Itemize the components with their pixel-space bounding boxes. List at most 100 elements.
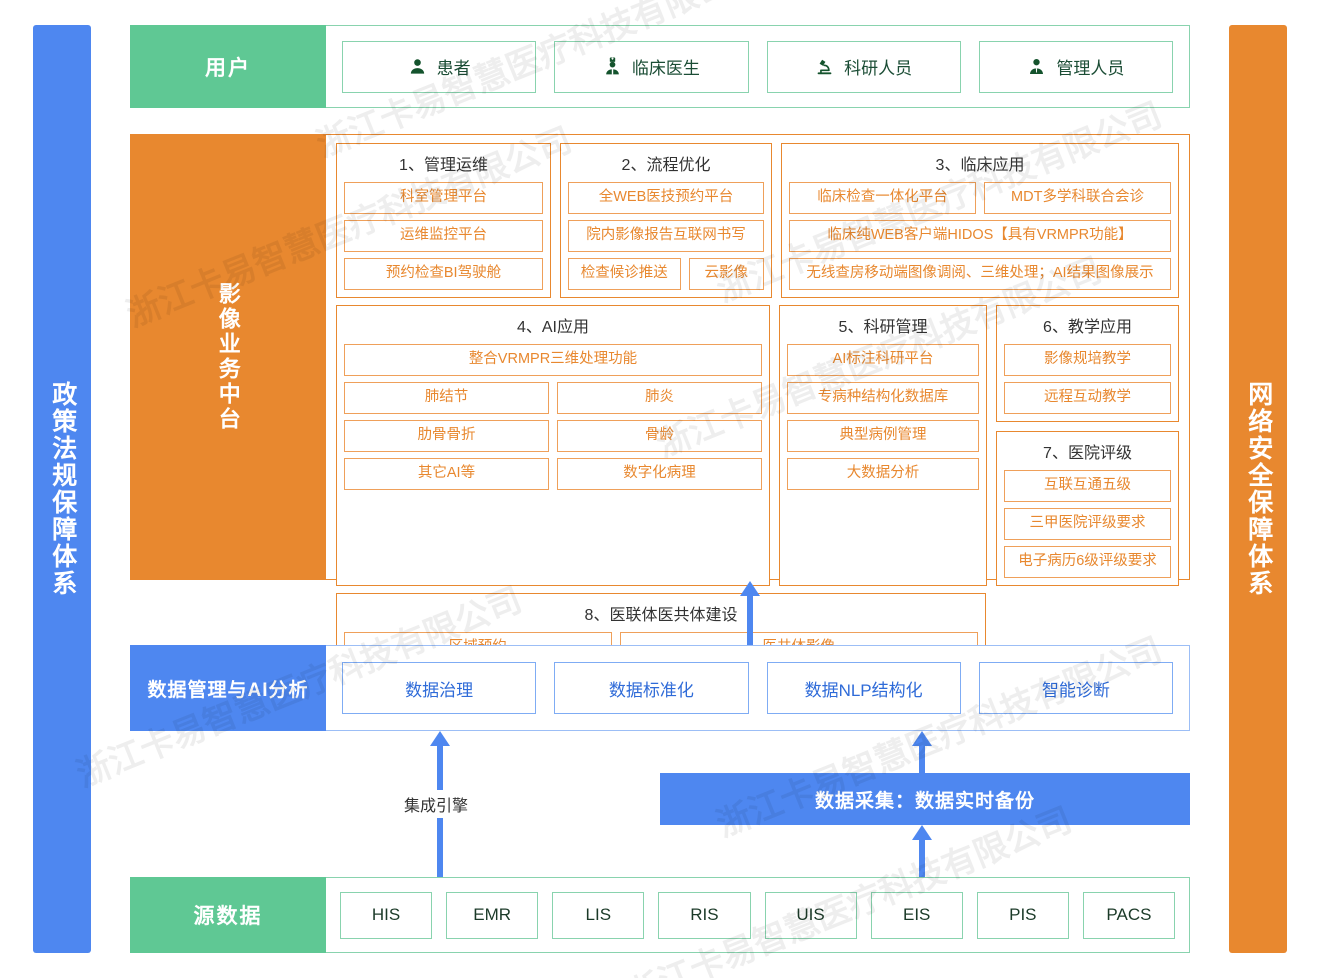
user-chip-patient[interactable]: 患者: [342, 40, 537, 93]
group-title: 6、教学应用: [1043, 318, 1132, 336]
source-chip-his[interactable]: HIS: [340, 891, 433, 939]
tile-mdt[interactable]: MDT多学科联合会诊: [984, 182, 1171, 214]
policy-pillar-label: 政策法规保障体系: [48, 381, 77, 597]
group-row: 肺结节 肺炎: [344, 381, 762, 414]
source-chip-ris[interactable]: RIS: [658, 891, 751, 939]
group-teaching: 6、教学应用 影像规培教学 远程互动教学: [996, 304, 1179, 422]
tile-cloud-imaging[interactable]: 云影像: [688, 257, 764, 290]
source-data-label: 源数据: [130, 877, 326, 953]
source-chip-pis[interactable]: PIS: [976, 891, 1069, 939]
tile-ai-annotation[interactable]: AI标注科研平台: [787, 343, 979, 376]
group-row: 三甲医院评级要求: [1004, 507, 1171, 540]
security-pillar: 网络安全保障体系: [1229, 25, 1287, 953]
integration-engine-label: 集成引擎: [398, 790, 475, 818]
security-pillar-label: 网络安全保障体系: [1244, 381, 1273, 597]
imaging-row-middle: 4、AI应用 整合VRMPR三维处理功能 肺结节 肺炎 肋骨骨折 骨龄 其它AI…: [336, 304, 1179, 586]
tile-hidos[interactable]: 临床纯WEB客户端HIDOS【具有VRMPR功能】: [789, 219, 1171, 252]
tile-report-writing[interactable]: 院内影像报告互联网书写: [568, 219, 764, 252]
tile-digital-pathology[interactable]: 数字化病理: [557, 457, 762, 490]
group-process: 2、流程优化 全WEB医技预约平台 院内影像报告互联网书写 检查候诊推送 云影像: [560, 143, 772, 298]
tile-dept-management[interactable]: 科室管理平台: [344, 182, 543, 214]
tile-grade-a-hospital[interactable]: 三甲医院评级要求: [1004, 507, 1171, 540]
source-data-list: HIS EMR LIS RIS UIS EIS PIS PACS: [326, 877, 1190, 953]
group-row: 电子病历6级评级要求: [1004, 545, 1171, 578]
tile-integrated-exam[interactable]: 临床检查一体化平台: [789, 182, 976, 214]
imaging-row-top: 1、管理运维 科室管理平台 运维监控平台 预约检查BI驾驶舱 2、流程优化 全W…: [336, 143, 1179, 298]
dm-chip-smart-diagnosis[interactable]: 智能诊断: [978, 662, 1173, 714]
data-management-list: 数据治理 数据标准化 数据NLP结构化 智能诊断: [326, 645, 1190, 731]
policy-pillar: 政策法规保障体系: [33, 25, 91, 953]
tile-bi-cockpit[interactable]: 预约检查BI驾驶舱: [344, 257, 543, 290]
group-hospital-rating: 7、医院评级 互联互通五级 三甲医院评级要求 电子病历6级评级要求: [996, 430, 1179, 586]
tile-emr-level6[interactable]: 电子病历6级评级要求: [1004, 545, 1171, 578]
tile-lung-nodule[interactable]: 肺结节: [344, 381, 549, 414]
tile-resident-training[interactable]: 影像规培教学: [1004, 343, 1171, 376]
group-clinical: 3、临床应用 临床检查一体化平台 MDT多学科联合会诊 临床纯WEB客户端HID…: [781, 143, 1179, 298]
group-row: 检查候诊推送 云影像: [568, 257, 764, 290]
user-chip-label: 管理人员: [1056, 59, 1125, 78]
user-chip-label: 临床医生: [631, 59, 700, 78]
group-title: 2、流程优化: [621, 157, 711, 174]
group-row: 影像规培教学: [1004, 343, 1171, 376]
source-chip-pacs[interactable]: PACS: [1082, 891, 1175, 939]
arrow-collection-to-dm: [910, 731, 934, 773]
group-row: 肋骨骨折 骨龄: [344, 419, 762, 452]
group-row: 专病种结构化数据库: [787, 381, 979, 414]
group-row: 临床纯WEB客户端HIDOS【具有VRMPR功能】: [789, 219, 1171, 252]
user-chip-administrator[interactable]: 管理人员: [978, 40, 1173, 93]
group-row: 互联互通五级: [1004, 469, 1171, 502]
tile-waiting-push[interactable]: 检查候诊推送: [568, 257, 681, 290]
tile-other-ai[interactable]: 其它AI等: [344, 457, 549, 490]
data-management-band: 数据管理与AI分析 数据治理 数据标准化 数据NLP结构化 智能诊断: [130, 645, 1190, 731]
tile-vrmpr[interactable]: 整合VRMPR三维处理功能: [344, 343, 762, 376]
arrow-dm-to-platform: [738, 581, 762, 645]
dm-chip-nlp[interactable]: 数据NLP结构化: [766, 662, 961, 714]
tile-case-management[interactable]: 典型病例管理: [787, 419, 979, 452]
tile-mobile-rounds[interactable]: 无线查房移动端图像调阅、三维处理；AI结果图像展示: [789, 257, 1171, 290]
group-row: 远程互动教学: [1004, 381, 1171, 414]
group-title: 1、管理运维: [399, 157, 488, 174]
users-band: 用户 患者: [130, 25, 1190, 108]
group-row: 院内影像报告互联网书写: [568, 219, 764, 252]
imaging-platform-groups: 1、管理运维 科室管理平台 运维监控平台 预约检查BI驾驶舱 2、流程优化 全W…: [326, 134, 1190, 672]
user-chip-label: 科研人员: [844, 59, 913, 78]
tile-disease-db[interactable]: 专病种结构化数据库: [787, 381, 979, 414]
tile-interconnection-level5[interactable]: 互联互通五级: [1004, 469, 1171, 502]
group-title: 8、医联体医共体建设: [584, 606, 738, 624]
source-chip-lis[interactable]: LIS: [552, 891, 645, 939]
dm-chip-standardize[interactable]: 数据标准化: [554, 662, 749, 714]
group-row: 预约检查BI驾驶舱: [344, 257, 543, 290]
user-chip-clinician[interactable]: 临床医生: [554, 40, 749, 93]
group-row: 运维监控平台: [344, 219, 543, 252]
user-chip-researcher[interactable]: 科研人员: [766, 40, 961, 93]
manager-icon: [1027, 57, 1046, 76]
group-title: 5、科研管理: [838, 318, 928, 336]
users-band-label: 用户: [130, 25, 326, 108]
group-management: 1、管理运维 科室管理平台 运维监控平台 预约检查BI驾驶舱: [336, 143, 551, 298]
tile-big-data-analysis[interactable]: 大数据分析: [787, 457, 979, 490]
tile-remote-teaching[interactable]: 远程互动教学: [1004, 381, 1171, 414]
source-chip-emr[interactable]: EMR: [446, 891, 539, 939]
imaging-platform-label-text: 影像业务中台: [215, 282, 241, 432]
dm-chip-governance[interactable]: 数据治理: [342, 662, 537, 714]
source-chip-uis[interactable]: UIS: [764, 891, 857, 939]
tile-bone-age[interactable]: 骨龄: [557, 419, 762, 452]
group-row: AI标注科研平台: [787, 343, 979, 376]
group-row: 临床检查一体化平台 MDT多学科联合会诊: [789, 182, 1171, 214]
tile-pneumonia[interactable]: 肺炎: [557, 381, 762, 414]
tile-ops-monitor[interactable]: 运维监控平台: [344, 219, 543, 252]
group-column-right: 6、教学应用 影像规培教学 远程互动教学 7、医院评级 互联互通五级: [996, 304, 1179, 586]
group-row: 无线查房移动端图像调阅、三维处理；AI结果图像展示: [789, 257, 1171, 290]
group-row: 整合VRMPR三维处理功能: [344, 343, 762, 376]
group-row: 其它AI等 数字化病理: [344, 457, 762, 490]
group-row: 全WEB医技预约平台: [568, 182, 764, 214]
tile-web-booking[interactable]: 全WEB医技预约平台: [568, 182, 764, 214]
patient-icon: [408, 57, 427, 76]
source-chip-eis[interactable]: EIS: [870, 891, 963, 939]
tile-rib-fracture[interactable]: 肋骨骨折: [344, 419, 549, 452]
group-row: 典型病例管理: [787, 419, 979, 452]
group-title: 4、AI应用: [516, 318, 590, 336]
group-title: 3、临床应用: [935, 157, 1025, 174]
data-management-label: 数据管理与AI分析: [130, 645, 326, 731]
source-data-band: 源数据 HIS EMR LIS RIS UIS EIS PIS PACS: [130, 877, 1190, 953]
